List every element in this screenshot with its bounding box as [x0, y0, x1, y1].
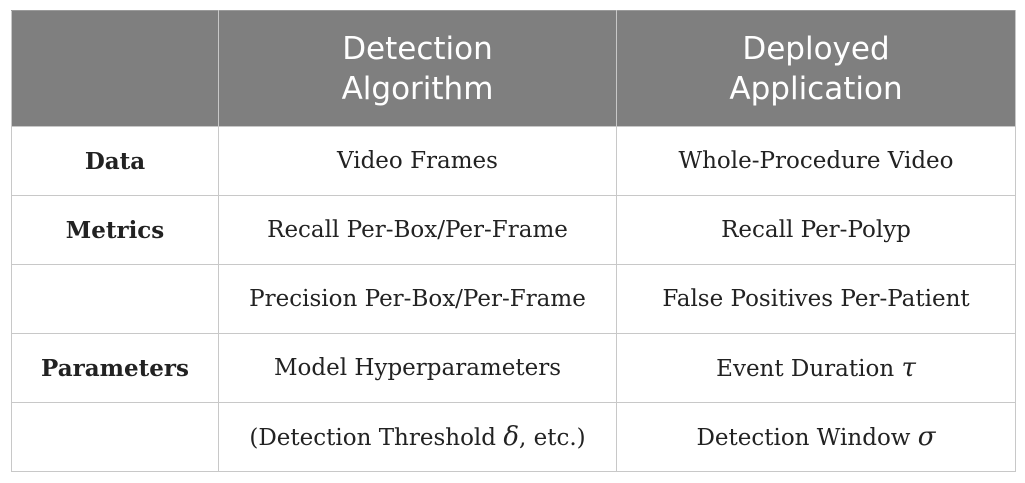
- row-label-data: Data: [11, 126, 219, 196]
- table-row: Data Video Frames Whole-Procedure Video: [11, 126, 1016, 196]
- cell-text: Event Duration: [716, 356, 895, 382]
- table-row: Metrics Recall Per-Box/Per-Frame Recall …: [11, 195, 1016, 265]
- cell-text: Detection Window: [696, 425, 911, 451]
- application-cell: False Positives Per-Patient: [616, 264, 1016, 334]
- header-deployed-application: Deployed Application: [616, 10, 1016, 127]
- comparison-table-container: Detection Algorithm Deployed Application…: [11, 10, 1016, 472]
- algorithm-cell: Precision Per-Box/Per-Frame: [218, 264, 617, 334]
- delta-symbol: δ: [503, 422, 519, 452]
- row-label-parameters: Parameters: [11, 333, 219, 403]
- sigma-symbol: σ: [917, 422, 936, 452]
- table-row: Precision Per-Box/Per-Frame False Positi…: [11, 264, 1016, 334]
- row-label-empty: [11, 402, 219, 472]
- header-line: Detection: [342, 30, 493, 67]
- algorithm-cell: Video Frames: [218, 126, 617, 196]
- application-cell: Recall Per-Polyp: [616, 195, 1016, 265]
- header-empty-cell: [11, 10, 219, 127]
- row-label-empty: [11, 264, 219, 334]
- header-line: Application: [729, 70, 903, 107]
- row-label-metrics: Metrics: [11, 195, 219, 265]
- header-detection-algorithm: Detection Algorithm: [218, 10, 617, 127]
- table-row: Parameters Model Hyperparameters Event D…: [11, 333, 1016, 403]
- cell-text: (Detection Threshold: [249, 425, 496, 451]
- header-line: Algorithm: [341, 70, 494, 107]
- algorithm-cell: (Detection Threshold δ, etc.): [218, 402, 617, 472]
- application-cell: Detection Window σ: [616, 402, 1016, 472]
- application-cell: Event Duration τ: [616, 333, 1016, 403]
- table-body: Data Video Frames Whole-Procedure Video …: [11, 126, 1016, 472]
- header-row: Detection Algorithm Deployed Application: [11, 10, 1016, 127]
- table-row: (Detection Threshold δ, etc.) Detection …: [11, 402, 1016, 472]
- header-line: Deployed: [742, 30, 890, 67]
- application-cell: Whole-Procedure Video: [616, 126, 1016, 196]
- algorithm-cell: Model Hyperparameters: [218, 333, 617, 403]
- tau-symbol: τ: [901, 353, 916, 383]
- comparison-table: Detection Algorithm Deployed Application…: [11, 10, 1016, 472]
- table-header: Detection Algorithm Deployed Application: [11, 10, 1016, 127]
- cell-text: , etc.): [518, 425, 586, 451]
- algorithm-cell: Recall Per-Box/Per-Frame: [218, 195, 617, 265]
